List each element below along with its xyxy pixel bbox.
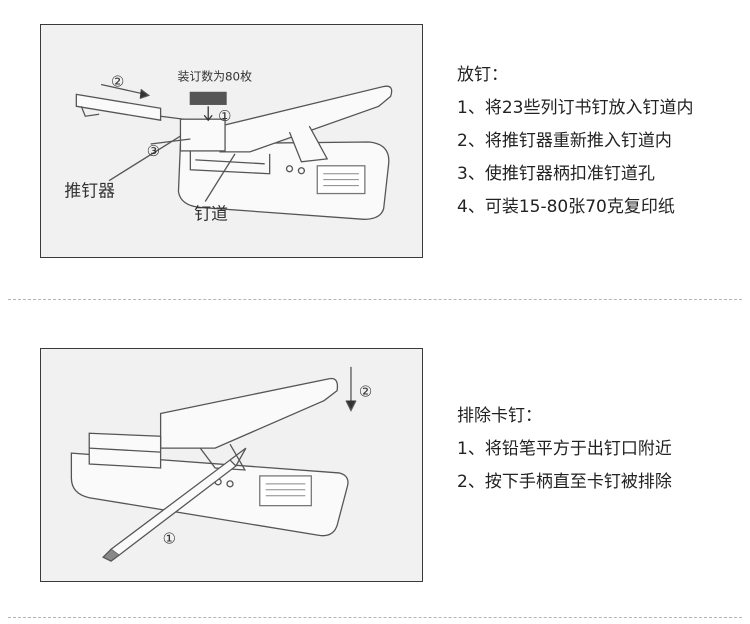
marker-1: ① bbox=[163, 529, 176, 547]
marker-2: ② bbox=[359, 383, 372, 401]
count-caption: 装订数为80枚 bbox=[177, 70, 252, 84]
jam-step: 2、按下手柄直至卡钉被排除 bbox=[457, 472, 672, 492]
loading-heading: 放钉： bbox=[457, 65, 508, 85]
marker-1: ① bbox=[218, 107, 231, 125]
stapler-arm bbox=[219, 85, 393, 153]
loading-step: 2、将推钉器重新推入钉道内 bbox=[457, 131, 672, 151]
jam-heading: 排除卡钉： bbox=[457, 406, 542, 426]
jam-step: 1、将铅笔平方于出钉口附近 bbox=[457, 439, 672, 459]
marker-2: ② bbox=[111, 72, 124, 90]
stapler-base bbox=[70, 452, 349, 537]
loading-step: 1、将23些列订书钉放入钉道内 bbox=[457, 98, 694, 118]
section-divider bbox=[8, 299, 742, 300]
pusher-label: 推钉器 bbox=[64, 181, 115, 201]
stapler-loading-drawing: 装订数为80枚 ② ① ③ 推钉器 钉道 bbox=[64, 70, 393, 223]
marker-3: ③ bbox=[147, 142, 160, 160]
stapler-jam-drawing: ① ② bbox=[70, 366, 372, 562]
staple-stack bbox=[189, 91, 227, 105]
stapler-arm bbox=[159, 377, 339, 449]
pusher bbox=[75, 93, 162, 121]
loading-illustration: 装订数为80枚 ② ① ③ 推钉器 钉道 bbox=[40, 24, 423, 258]
loading-step: 4、可装15-80张70克复印纸 bbox=[457, 197, 675, 217]
loading-instructions: 放钉： 1、将23些列订书钉放入钉道内 2、将推钉器重新推入钉道内 3、使推钉器… bbox=[457, 65, 693, 230]
channel-label: 钉道 bbox=[194, 203, 228, 223]
jam-instructions: 排除卡钉： 1、将铅笔平方于出钉口附近 2、按下手柄直至卡钉被排除 bbox=[457, 406, 672, 505]
loading-step: 3、使推钉器柄扣准钉道孔 bbox=[457, 164, 655, 184]
section-divider bbox=[8, 617, 742, 618]
jam-clearing-illustration: ① ② bbox=[40, 348, 423, 582]
